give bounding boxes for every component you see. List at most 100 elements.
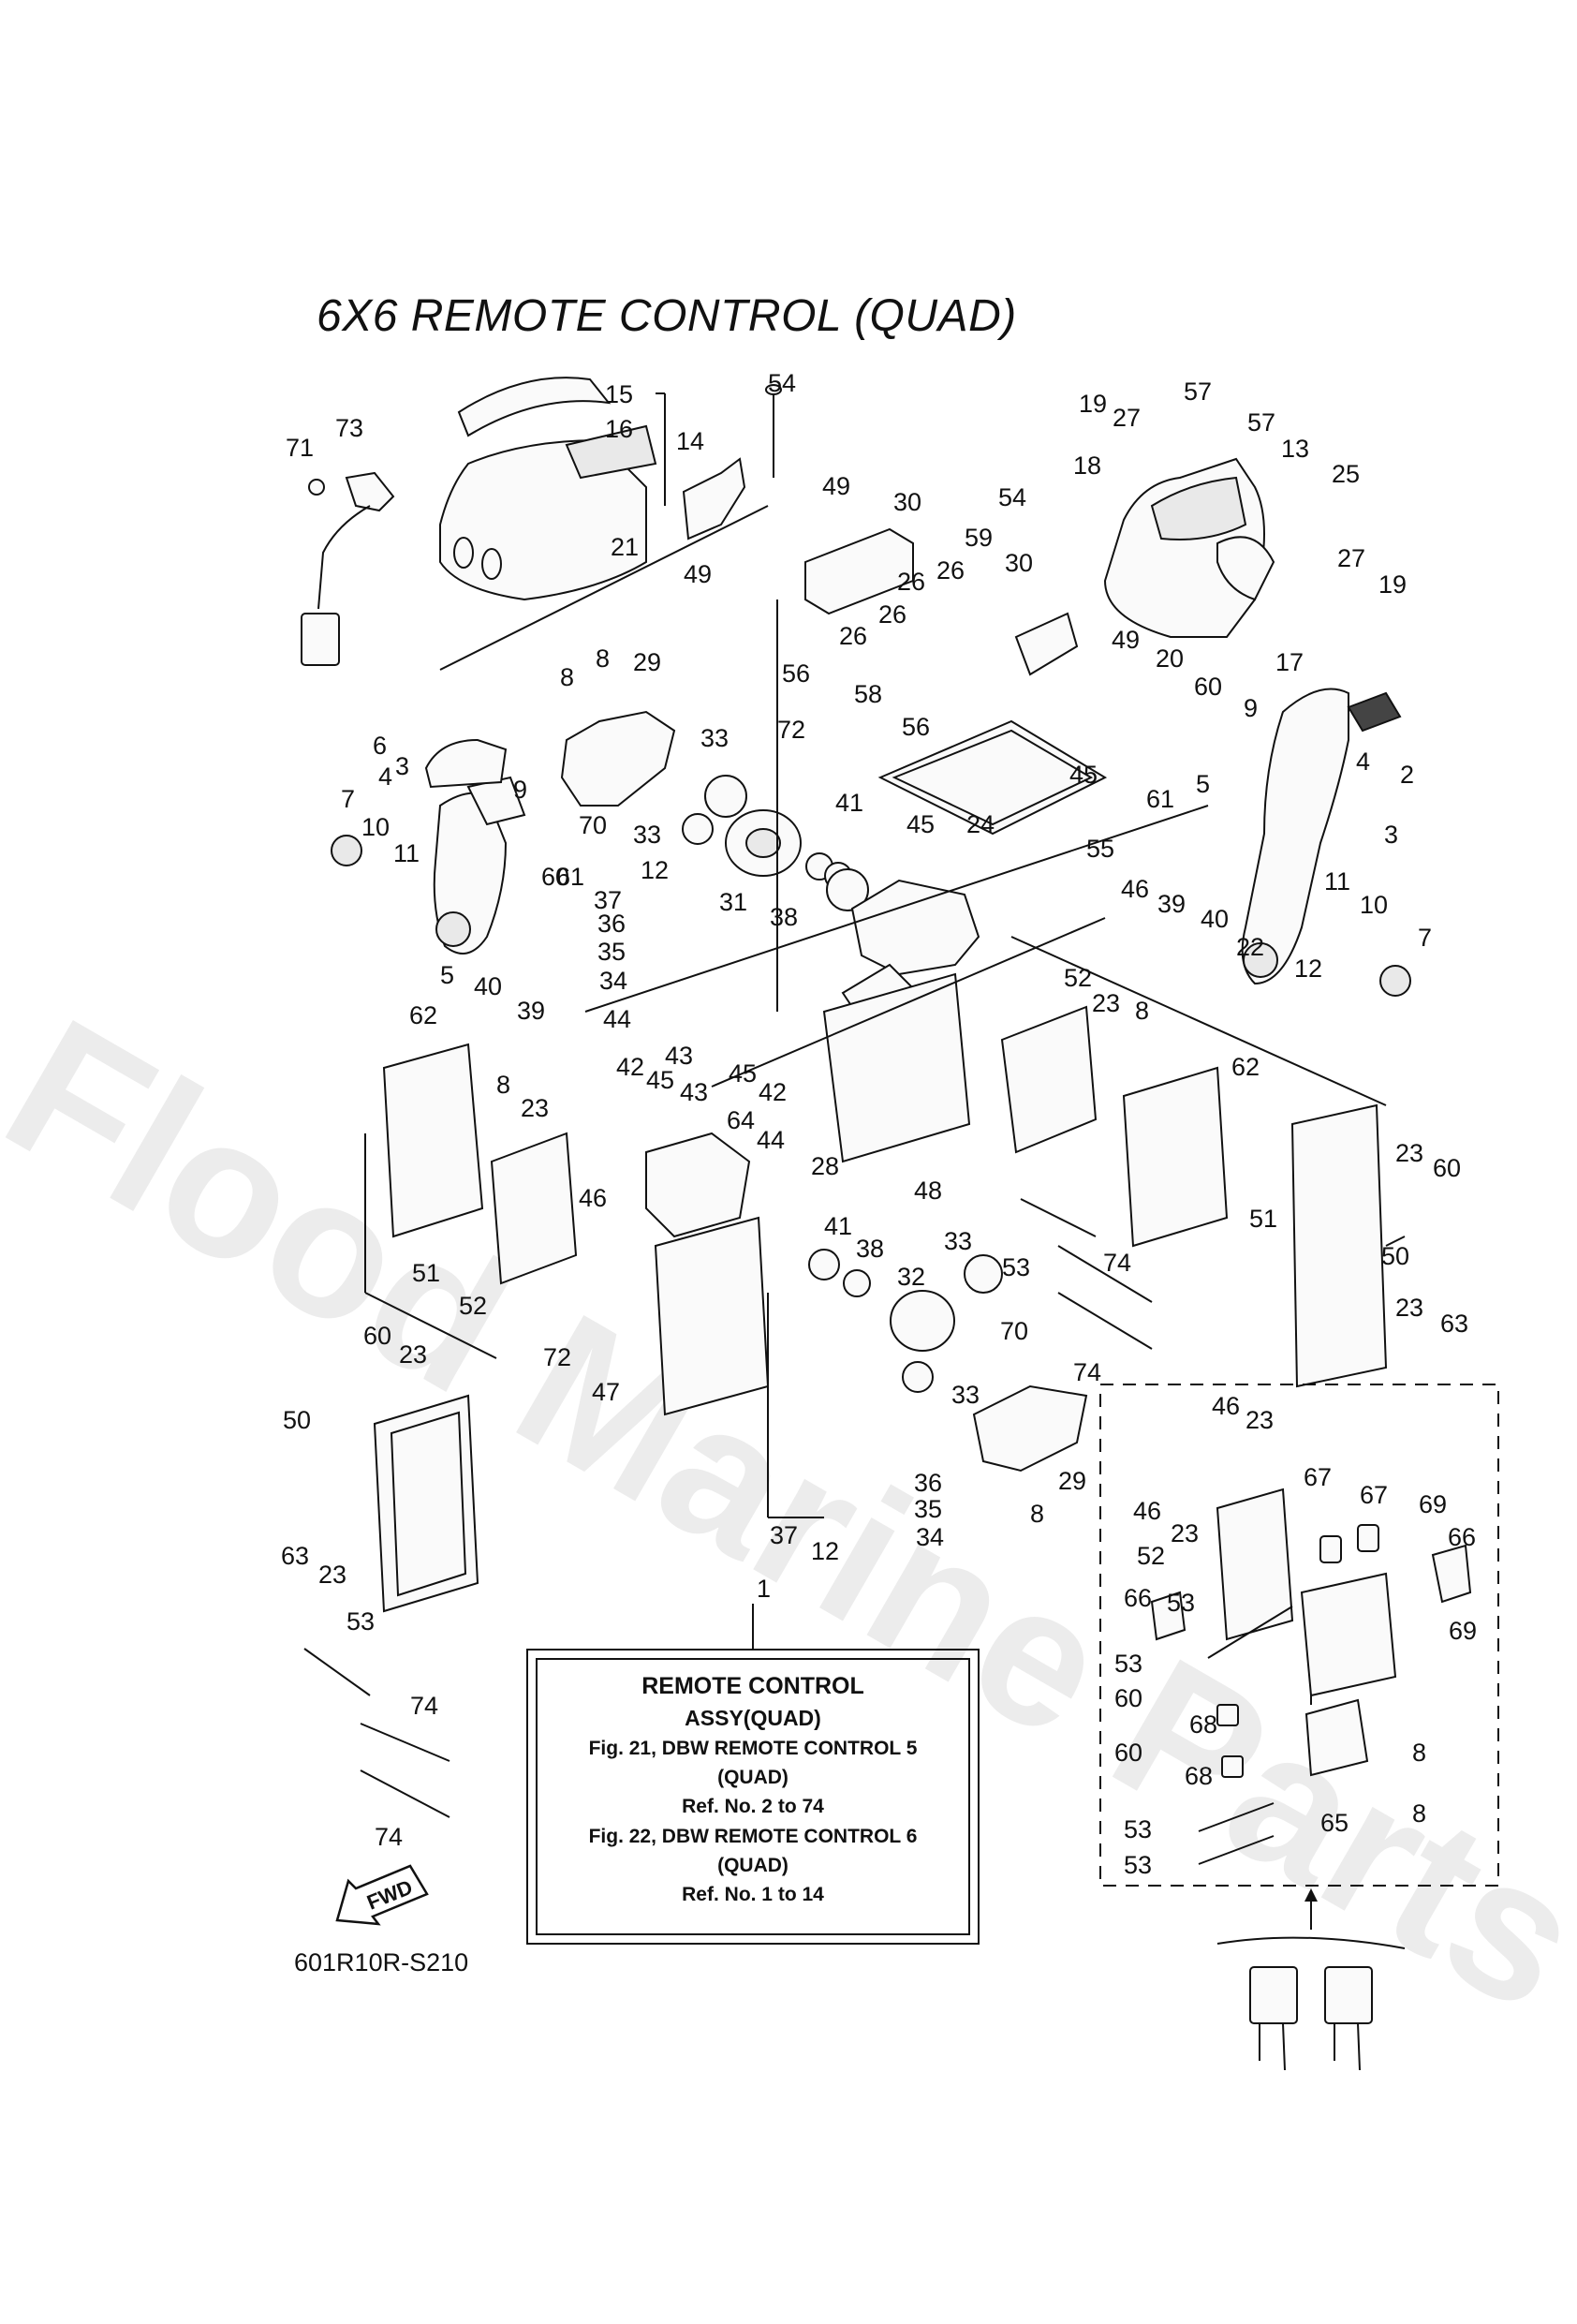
callout-c35: 29 [633, 648, 661, 676]
lever-arm-right [1241, 688, 1402, 985]
callout-c15: 26 [936, 556, 965, 585]
mechanism-64 [645, 1132, 751, 1238]
cover-4-left [424, 738, 508, 789]
callout-c27: 19 [1378, 570, 1407, 599]
plate-30-left [804, 527, 914, 615]
callout-c88: 45 [729, 1059, 757, 1088]
callout-c32: 56 [902, 713, 930, 741]
callout-c138: 66 [1124, 1584, 1152, 1612]
callout-c104: 41 [824, 1212, 852, 1240]
callout-c71: 36 [597, 910, 626, 938]
callout-c89: 42 [759, 1078, 787, 1106]
callout-c20: 27 [1113, 404, 1141, 432]
callout-c131: 46 [1133, 1497, 1161, 1525]
tray-24 [877, 719, 1108, 836]
callout-c153: 74 [375, 1823, 403, 1851]
callout-c42: 2 [1400, 761, 1414, 789]
callout-c39: 72 [777, 716, 805, 744]
callout-c12: 26 [878, 600, 906, 629]
control-board-28 [822, 972, 971, 1163]
callout-c120: 23 [399, 1340, 427, 1369]
callout-c34: 8 [596, 644, 610, 673]
callout-c133: 67 [1304, 1463, 1332, 1491]
callout-c94: 62 [1231, 1053, 1260, 1081]
assy-heading-2: ASSY(QUAD) [685, 1706, 821, 1730]
callout-c108: 74 [1103, 1249, 1131, 1277]
callout-c152: 74 [410, 1692, 438, 1720]
callout-c110: 70 [1000, 1317, 1028, 1345]
inset-parts [1150, 1488, 1472, 1865]
callout-c136: 66 [1448, 1523, 1476, 1551]
callout-c37: 4 [378, 762, 392, 791]
callout-c115: 47 [592, 1378, 620, 1406]
callout-c130: 23 [1245, 1406, 1274, 1434]
cover-50-right [1290, 1103, 1388, 1388]
callout-c151: 53 [346, 1607, 375, 1636]
callout-c72: 35 [597, 938, 626, 966]
callout-c18: 54 [998, 483, 1026, 511]
connector-harness [301, 471, 395, 666]
knob-7-left [331, 835, 362, 866]
callout-c38: 33 [700, 724, 729, 752]
callout-c46: 45 [906, 810, 935, 838]
callout-c17: 30 [1005, 549, 1033, 577]
plate-30-right [1014, 612, 1079, 676]
callout-c143: 68 [1189, 1710, 1217, 1739]
callout-c116: 33 [951, 1381, 980, 1409]
diagram-title: 6X6 REMOTE CONTROL (QUAD) [317, 291, 1017, 341]
cover-50-left [373, 1394, 479, 1613]
callout-c92: 64 [727, 1106, 755, 1134]
callout-c10: 49 [684, 560, 712, 588]
callout-c154: 1 [757, 1575, 771, 1603]
callout-c100: 50 [1381, 1242, 1409, 1270]
callout-c74: 5 [440, 961, 454, 989]
callout-c25: 25 [1332, 460, 1360, 488]
callout-c134: 67 [1360, 1481, 1388, 1509]
callout-c77: 22 [1236, 933, 1264, 961]
callout-c112: 23 [1395, 1294, 1423, 1322]
callout-c55: 11 [393, 839, 420, 867]
callout-c144: 8 [1412, 1739, 1426, 1767]
callout-c41: 9 [1244, 694, 1258, 722]
control-board-lower [654, 1216, 770, 1416]
inset-pointer [1216, 1888, 1406, 2071]
lever-cover-assembly [439, 377, 666, 601]
bracket-29-lower [972, 1384, 1088, 1473]
callout-c141: 53 [1114, 1650, 1142, 1678]
callout-c142: 60 [1114, 1684, 1142, 1712]
callout-c3: 14 [676, 427, 704, 455]
callout-c107: 53 [1002, 1253, 1030, 1281]
diagram-code: 601R10R-S210 [294, 1948, 469, 1976]
assy-line-1: Fig. 21, DBW REMOTE CONTROL 5 [588, 1738, 918, 1759]
callout-c109: 32 [897, 1263, 925, 1291]
callout-c33: 8 [560, 663, 574, 691]
callout-c98: 60 [1433, 1154, 1461, 1182]
callout-c119: 60 [363, 1322, 391, 1350]
callout-c48: 5 [1196, 770, 1210, 798]
callout-c75: 40 [474, 972, 502, 1000]
callout-c13: 26 [839, 622, 867, 650]
assy-line-3: Ref. No. 2 to 74 [682, 1796, 824, 1818]
callout-c70: 7 [1418, 924, 1432, 952]
assy-line-5: (QUAD) [717, 1854, 788, 1876]
callout-c126: 37 [770, 1521, 798, 1549]
callout-c102: 51 [412, 1259, 440, 1287]
callout-c56: 70 [579, 811, 607, 839]
gear-stack-upper [682, 775, 869, 911]
callout-c129: 46 [1212, 1392, 1240, 1420]
callout-c65: 46 [1121, 875, 1149, 903]
callout-c105: 38 [856, 1235, 884, 1263]
callout-c114: 72 [543, 1343, 571, 1371]
callout-c78: 12 [1294, 955, 1322, 983]
callout-c63: 31 [719, 888, 747, 916]
callout-c6: 54 [768, 369, 796, 397]
callout-c7: 21 [611, 533, 639, 561]
cable-ties-center [1020, 1198, 1153, 1350]
cable-ties-left [303, 1648, 450, 1818]
bracket-51-left [382, 1043, 484, 1238]
callout-c45: 24 [966, 810, 995, 838]
callout-c118: 8 [1030, 1500, 1044, 1528]
callout-c122: 63 [281, 1542, 309, 1570]
callout-c147: 8 [1412, 1799, 1426, 1828]
callout-c52: 3 [395, 752, 409, 780]
